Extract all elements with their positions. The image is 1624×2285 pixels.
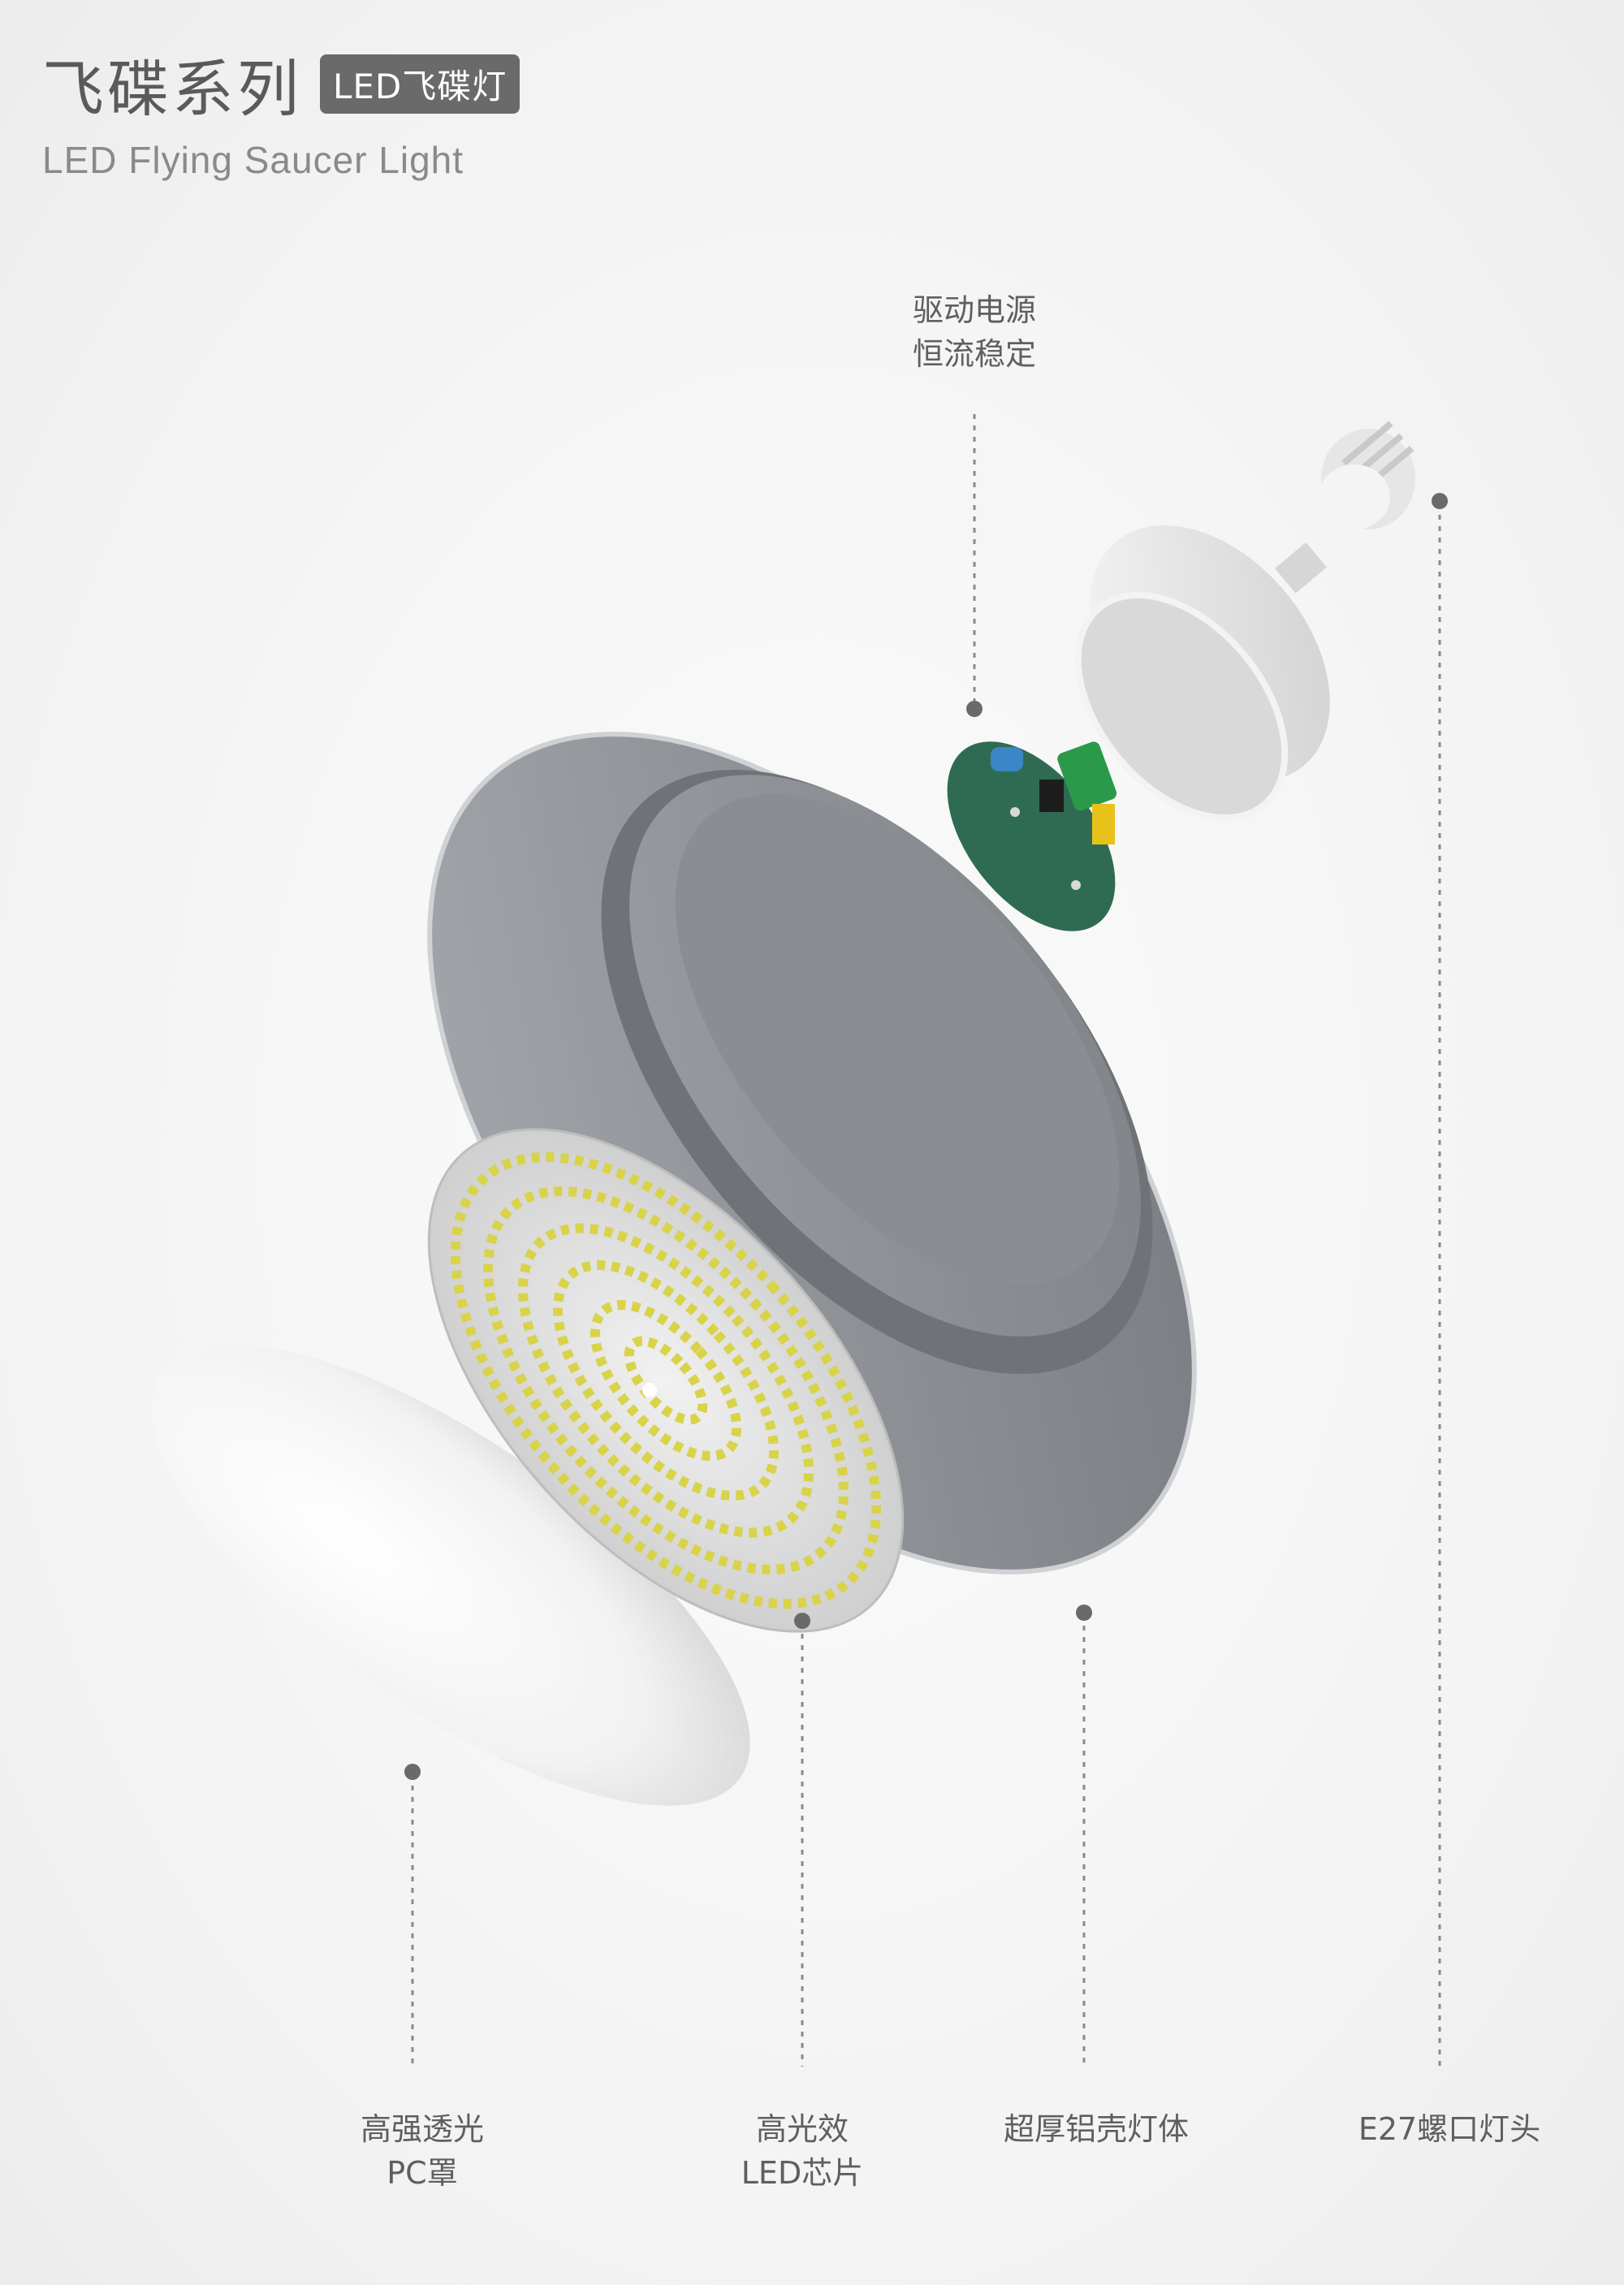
label-chip-line2: LED芯片	[741, 2155, 864, 2191]
plastic-cap	[1074, 525, 1330, 822]
leader-dot-shell	[1076, 1605, 1092, 1621]
label-cover: 高强透光 PC罩	[325, 2107, 520, 2195]
leader-dots	[404, 493, 1448, 1780]
title-badge: LED飞碟灯	[320, 54, 520, 114]
label-chip-line1: 高光效	[755, 2111, 849, 2147]
led-plate	[427, 1128, 905, 1633]
label-driver: 驱动电源 恒流稳定	[877, 288, 1072, 376]
label-driver-line1: 驱动电源	[912, 292, 1036, 328]
aluminum-shell	[427, 732, 1197, 1574]
e27-screw-base	[1319, 421, 1415, 529]
leader-dot-chip	[794, 1613, 810, 1629]
label-chip: 高光效 LED芯片	[705, 2107, 900, 2195]
driver-pcb	[947, 741, 1117, 931]
page-title: 飞碟系列	[42, 53, 302, 125]
title-row: 飞碟系列 LED飞碟灯	[42, 39, 520, 128]
leader-dot-driver	[966, 701, 983, 717]
label-base-line1: E27螺口灯头	[1358, 2111, 1541, 2147]
label-cover-line1: 高强透光	[360, 2111, 484, 2147]
page-subtitle: LED Flying Saucer Light	[42, 139, 464, 181]
pc-cover	[151, 1345, 750, 1806]
label-base: E27螺口灯头	[1315, 2107, 1583, 2151]
header: 飞碟系列 LED飞碟灯 LED Flying Saucer Light	[42, 39, 520, 182]
leader-lines	[411, 414, 1441, 2067]
label-shell-line1: 超厚铝壳灯体	[1003, 2111, 1189, 2147]
label-shell: 超厚铝壳灯体	[966, 2107, 1226, 2151]
leader-dot-base	[1432, 493, 1448, 509]
label-cover-line2: PC罩	[387, 2155, 458, 2191]
label-driver-line2: 恒流稳定	[912, 336, 1036, 372]
leader-dot-cover	[404, 1764, 421, 1780]
